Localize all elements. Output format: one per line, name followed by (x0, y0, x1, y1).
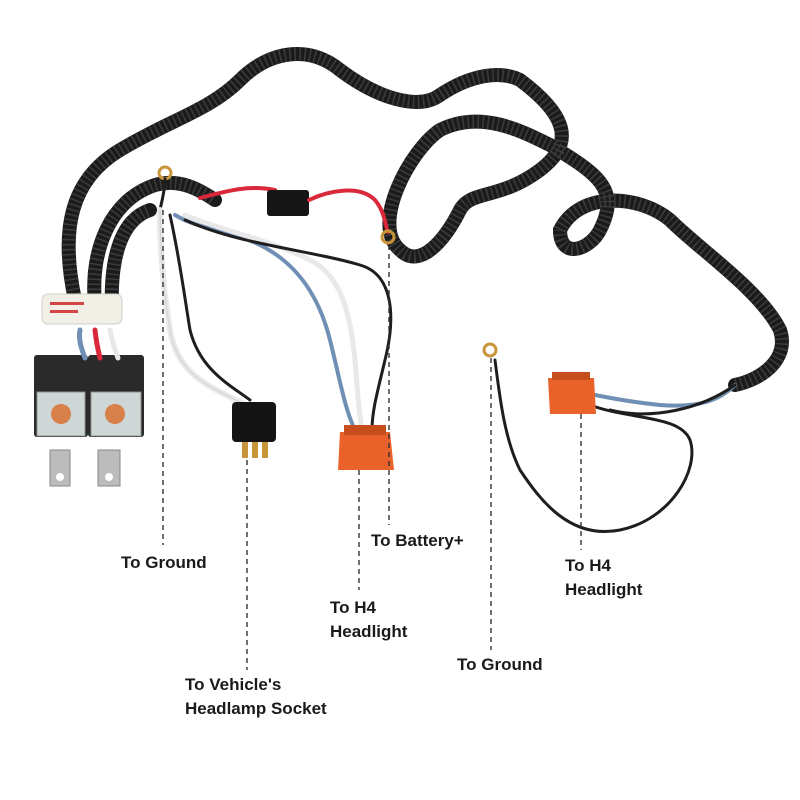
fuse-holder (198, 186, 390, 234)
label-socket: To Vehicle's Headlamp Socket (185, 673, 327, 721)
label-ground-left: To Ground (121, 551, 207, 575)
ring-terminal-battery (380, 229, 396, 245)
leader-lines (162, 210, 582, 670)
label-ground-right-text: To Ground (457, 655, 543, 674)
wires-right-bundle (493, 358, 737, 533)
label-battery-text: To Battery+ (371, 531, 464, 550)
ring-terminal-ground-right (482, 342, 498, 358)
label-battery: To Battery+ (371, 529, 464, 553)
label-ground-left-text: To Ground (121, 553, 207, 572)
tape-label (41, 293, 123, 325)
label-h4-center-line1: To H4 (330, 598, 376, 617)
label-socket-line1: To Vehicle's (185, 675, 282, 694)
label-h4-center-line2: Headlight (330, 622, 408, 641)
label-h4-right: To H4 Headlight (565, 554, 642, 602)
relay-wires (77, 327, 121, 361)
h4-connector-center (338, 425, 394, 470)
label-ground-right: To Ground (457, 653, 543, 677)
vehicle-socket-connector (232, 402, 276, 458)
label-h4-right-line2: Headlight (565, 580, 643, 599)
label-h4-right-line1: To H4 (565, 556, 611, 575)
label-h4-center: To H4 Headlight (330, 596, 407, 644)
relay-right (88, 355, 144, 487)
h4-connector-right (548, 372, 596, 414)
relay-left (34, 355, 88, 487)
label-socket-line2: Headlamp Socket (185, 699, 327, 718)
wires-left-bundle (157, 207, 393, 433)
harness-loom (61, 47, 789, 392)
